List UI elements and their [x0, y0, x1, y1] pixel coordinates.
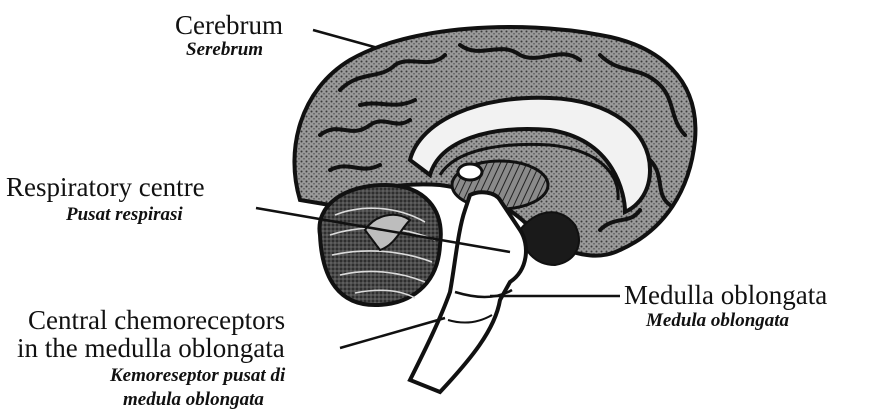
respiratory-centre-label: Respiratory centre	[6, 174, 205, 201]
cerebrum-label: Cerebrum	[175, 12, 283, 39]
pons-shade	[520, 212, 579, 265]
respiratory-centre-label-malay: Pusat respirasi	[66, 205, 183, 224]
medulla-oblongata-label: Medulla oblongata	[624, 282, 827, 309]
central-chemoreceptors-malay-line2: medula oblongata	[123, 390, 264, 409]
cerebrum-leader	[313, 30, 378, 48]
cerebrum-label-malay: Serebrum	[186, 40, 263, 59]
central-chemoreceptors-label-line1: Central chemoreceptors	[28, 307, 285, 334]
central-chemoreceptors-malay-line1: Kemoreseptor pusat di	[110, 366, 285, 385]
central-chemoreceptors-label-line2: in the medulla oblongata	[17, 335, 285, 362]
medulla-oblongata-label-malay: Medula oblongata	[646, 311, 789, 330]
